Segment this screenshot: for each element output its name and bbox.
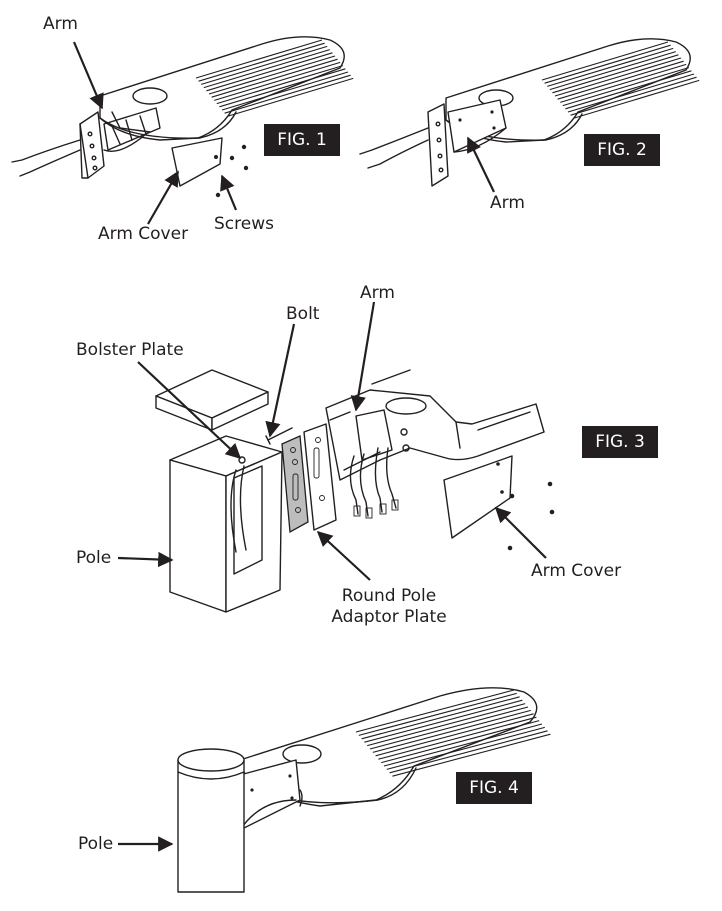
heatsink-fin [570,76,697,116]
heatsink-fin [567,73,695,113]
heatsink-fin [562,67,689,107]
fig3-round-pole-label-line1: Round Pole [341,586,437,606]
heatsink-fin [565,70,692,110]
heatsink-fin [216,65,343,105]
fig1-tag: FIG. 1 [264,124,340,156]
heatsink-fin [383,723,543,767]
heatsink-fin [367,703,526,747]
fig4-tag: FIG. 4 [456,772,532,804]
heatsink-fin [369,706,529,750]
fig3-pole-label: Pole [76,548,112,568]
heatsink-fin [364,699,523,743]
fig3-arm-label: Arm [360,283,395,303]
heatsink-fin [378,716,537,760]
heatsink-fin [381,720,540,764]
heatsink-fin [554,57,682,97]
heatsink-fin [372,709,531,753]
fig3-exploded-drawing [117,301,555,613]
heatsink-fin [211,58,338,98]
fig3-bolster-plate-label: Bolster Plate [76,340,184,360]
heatsink-fin [219,68,346,108]
heatsink-fin [552,54,679,94]
heatsink-fin [201,45,328,85]
heatsink-fin [547,47,674,87]
fig3-tag: FIG. 3 [582,426,658,458]
fig4-pole-label: Pole [78,834,114,854]
fig2-luminaire-drawing [359,38,700,193]
fig3-bolt-label: Bolt [286,304,320,324]
heatsink-fin [544,44,671,84]
fig1-luminaire-drawing [11,36,354,225]
heatsink-fin [560,63,687,103]
fig3-arm-cover-label: Arm Cover [531,561,622,581]
heatsink-fin [392,733,551,777]
fig1-screws-label: Screws [214,214,274,234]
heatsink-fin [203,49,330,89]
fig3-adaptor-plate-label-line2: Adaptor Plate [331,607,447,627]
heatsink-fin [198,42,325,82]
heatsink-fin [386,726,545,770]
heatsink-fin [195,39,323,79]
fig1-arm-label: Arm [43,14,78,34]
heatsink-fin [224,74,351,114]
fig2-arm-label: Arm [490,193,525,213]
heatsink-fin [227,77,354,117]
heatsink-fin [361,696,520,740]
heatsink-fin [573,79,700,119]
heatsink-fin [358,692,517,736]
heatsink-fin [208,55,336,95]
fig4-heatsink-fins [355,689,551,777]
heatsink-fin [375,713,534,757]
heatsink-fin [389,730,548,774]
heatsink-fin [549,51,676,91]
fig2-heatsink-fins [541,41,700,119]
heatsink-fin [221,71,349,111]
heatsink-fin [557,60,684,100]
heatsink-fin [541,41,669,81]
heatsink-fin [355,689,515,733]
heatsink-fin [214,61,341,101]
fig1-arm-cover-label: Arm Cover [98,224,189,244]
fig2-tag: FIG. 2 [584,134,660,166]
fig4-installed-drawing [118,687,551,893]
fig1-heatsink-fins [195,39,354,117]
heatsink-fin [206,52,333,92]
